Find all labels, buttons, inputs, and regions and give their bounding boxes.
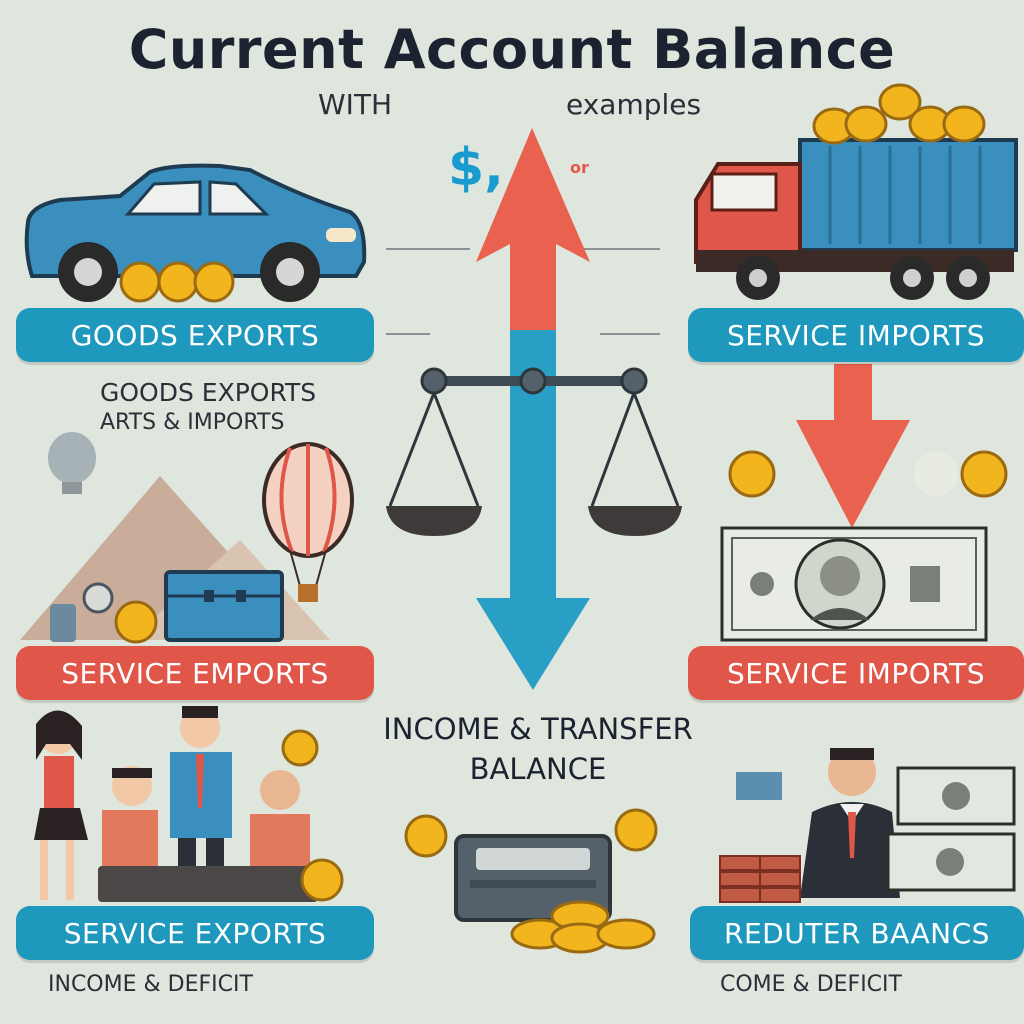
coin-icon bbox=[404, 808, 658, 954]
service-emports-banner: SERVICE EMPORTS bbox=[16, 646, 374, 700]
vertical-arrow-icon bbox=[476, 128, 590, 690]
service-imports-mid-banner: SERVICE IMPORTS bbox=[688, 646, 1024, 700]
center-text-line1: INCOME & TRANSFER bbox=[383, 712, 693, 746]
faint-coin bbox=[914, 452, 958, 496]
page-title: Current Account Balance bbox=[128, 18, 896, 81]
service-imports-top-banner: SERVICE IMPORTS bbox=[688, 308, 1024, 362]
atm-icon bbox=[454, 834, 612, 922]
suitcase-icon bbox=[164, 570, 284, 642]
car-icon bbox=[24, 163, 367, 302]
scale-icon bbox=[386, 367, 682, 536]
balloon-icon bbox=[262, 442, 354, 602]
subtitle-right: examples bbox=[566, 88, 702, 121]
footer-left: INCOME & DEFICIT bbox=[48, 972, 253, 997]
coin-stack-icon bbox=[812, 83, 986, 145]
coin-icon bbox=[281, 729, 344, 902]
small-mark: or bbox=[570, 158, 589, 177]
service-exports-banner: SERVICE EXPORTS bbox=[16, 906, 374, 960]
dollar-mark: $, bbox=[448, 138, 504, 198]
goods-exports-banner: GOODS EXPORTS bbox=[16, 308, 374, 362]
footer-right: COME & DEFICIT bbox=[720, 972, 902, 997]
lightbulb-icon bbox=[48, 432, 96, 494]
truck-icon bbox=[694, 138, 1018, 300]
people-icon bbox=[34, 706, 318, 902]
middle-text-line1: GOODS EXPORTS bbox=[100, 378, 317, 407]
coin-icon bbox=[50, 582, 158, 644]
reduter-bancs-banner: REDUTER BAANCS bbox=[690, 906, 1024, 960]
coin-icon bbox=[119, 261, 235, 303]
coin-icon bbox=[728, 450, 1008, 498]
subtitle-left: WITH bbox=[318, 88, 393, 121]
brick-stack-icon bbox=[719, 855, 801, 903]
banknote-icon bbox=[736, 766, 1016, 892]
middle-text-line2: ARTS & IMPORTS bbox=[100, 410, 285, 435]
down-arrow-icon bbox=[796, 364, 910, 528]
banknote-icon bbox=[720, 526, 988, 642]
center-text-line2: BALANCE bbox=[469, 752, 607, 786]
businessman-icon bbox=[800, 748, 900, 898]
